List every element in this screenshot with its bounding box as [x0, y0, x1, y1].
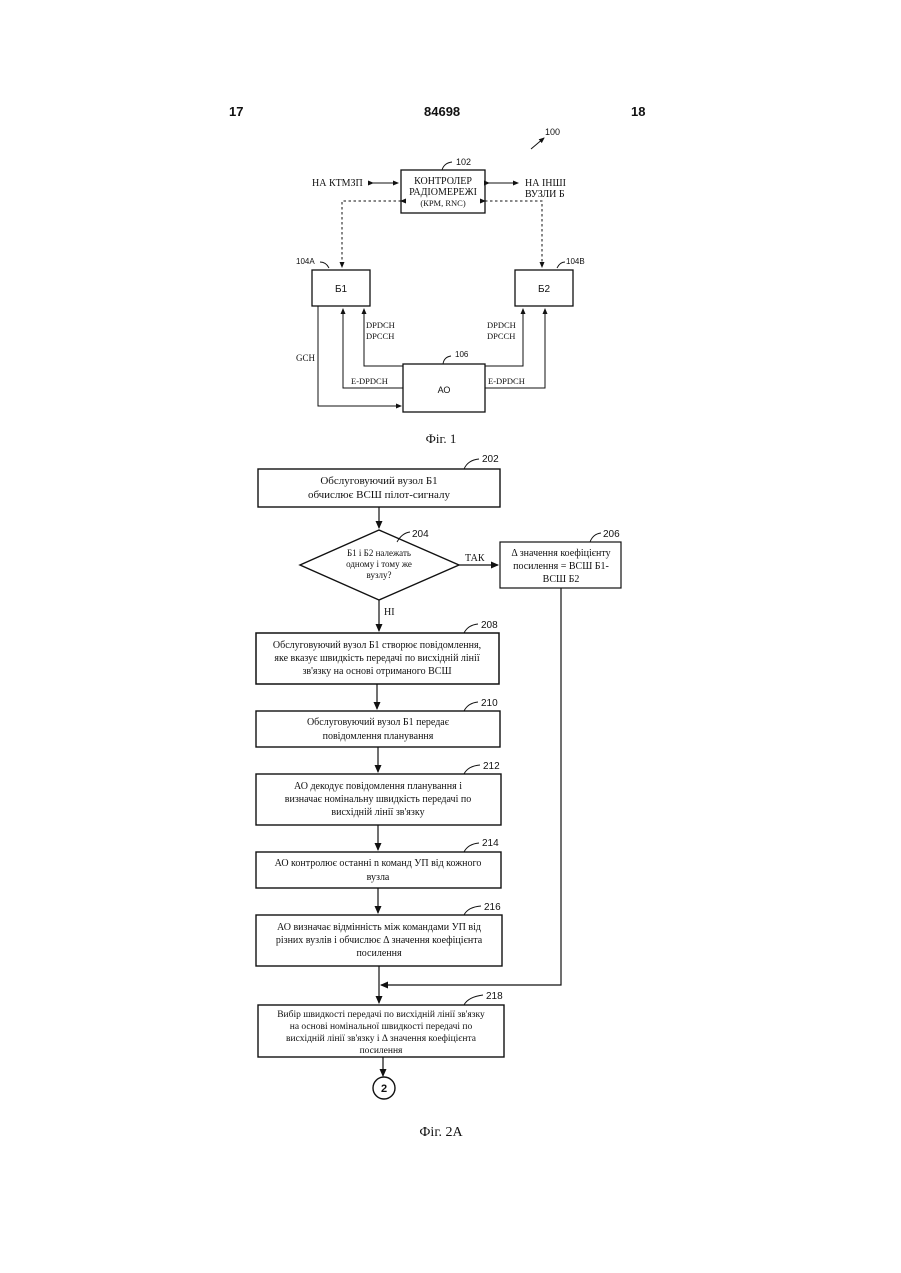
node-b2-ref-leader — [557, 262, 565, 268]
step-208-line-3: зв'язку на основі отриманого ВСШ — [302, 666, 451, 677]
decision-204-line-2: одному і тому же — [346, 559, 412, 569]
off-page-connector-label: 2 — [381, 1083, 387, 1095]
step-210-ref-leader — [464, 702, 478, 711]
figure-1-caption: Фіг. 1 — [426, 431, 457, 446]
controller-label-line-1: КОНТРОЛЕР — [414, 176, 472, 187]
step-212-ref-leader — [464, 765, 480, 774]
node-b2-ref: 104B — [566, 257, 585, 266]
other-nodes-label-line-1: НА ІНШІ — [525, 178, 566, 189]
step-206-line-2: посилення = ВСШ Б1- — [513, 561, 609, 572]
step-216-line-2: різних вузлів і обчислює Δ значення коеф… — [276, 935, 483, 946]
step-210-line-2: повідомлення планування — [323, 731, 434, 742]
step-218-ref: 218 — [486, 991, 503, 1002]
step-210-line-1: Обслуговуючий вузол Б1 передає — [307, 717, 450, 728]
step-214-line-2: вузла — [367, 872, 390, 883]
step-218-line-2: на основі номінальної швидкості передачі… — [290, 1022, 473, 1032]
edpdch-label-left: E-DPDCH — [351, 376, 388, 386]
system-ref-pointer — [531, 138, 544, 149]
step-210-ref: 210 — [481, 698, 498, 709]
dpdch-label-right: DPDCH — [487, 320, 516, 330]
step-208-ref-leader — [464, 624, 478, 633]
step-206-ref-leader — [590, 533, 601, 542]
step-208-ref: 208 — [481, 620, 498, 631]
step-218-line-1: Вибір швидкості передачі по висхідній лі… — [277, 1009, 485, 1020]
controller-to-node2-dashed-link — [485, 201, 542, 267]
controller-ref-leader — [442, 162, 452, 170]
controller-label-line-3: (КРМ, RNC) — [420, 198, 466, 208]
step-216-ref-leader — [464, 906, 481, 915]
step-214-line-1: АО контролює останні n команд УП від кож… — [275, 858, 482, 869]
step-216-line-1: АО визначає відмінність між командами УП… — [277, 922, 481, 933]
dpcch-label-right: DPCCH — [487, 331, 515, 341]
dpcch-label-left: DPCCH — [366, 331, 394, 341]
step-218-ref-leader — [464, 995, 483, 1005]
step-212-line-3: висхідній лінії зв'язку — [331, 807, 424, 818]
step-202-line-2: обчислює ВСШ пілот-сигналу — [308, 489, 451, 501]
step-206-line-3: ВСШ Б2 — [543, 574, 580, 585]
node-b1-ref: 104A — [296, 257, 315, 266]
step-212-line-1: АО декодує повідомлення планування і — [294, 781, 462, 792]
decision-204-line-3: вузлу? — [367, 570, 392, 580]
step-202-line-1: Обслуговуючий вузол Б1 — [320, 475, 437, 487]
step-206-line-1: Δ значення коефіцієнту — [511, 548, 610, 559]
controller-label-line-2: РАДІОМЕРЕЖІ — [409, 187, 477, 198]
decision-204-line-1: Б1 і Б2 належать — [347, 548, 411, 558]
other-nodes-label-line-2: ВУЗЛИ Б — [525, 189, 565, 200]
no-label: НІ — [384, 607, 395, 618]
decision-204-ref: 204 — [412, 529, 429, 540]
step-214-ref: 214 — [482, 838, 499, 849]
figure-1: 100 102 КОНТРОЛЕР РАДІОМЕРЕЖІ (КРМ, RNC)… — [296, 127, 585, 446]
figure-2a-flowchart: Обслуговуючий вузол Б1 обчислює ВСШ піло… — [256, 454, 621, 1140]
step-212-ref: 212 — [483, 761, 500, 772]
controller-to-node1-dashed-link — [342, 201, 401, 267]
user-equipment-ref-leader — [443, 356, 451, 364]
user-equipment-label: АО — [438, 385, 451, 395]
step-218-line-3: висхідній лінії зв'язку і Δ значення кое… — [286, 1033, 477, 1044]
step-216-line-3: посилення — [356, 948, 402, 959]
controller-ref-102: 102 — [456, 157, 471, 167]
system-ref-100: 100 — [545, 127, 560, 137]
yes-label: ТАК — [465, 553, 485, 564]
figure-2a-caption: Фіг. 2А — [419, 1125, 463, 1140]
dpdch-label-left: DPDCH — [366, 320, 395, 330]
node-b1-label: Б1 — [335, 284, 348, 295]
step-214-ref-leader — [464, 843, 479, 852]
step-202-ref: 202 — [482, 454, 499, 465]
step-208-line-2: яке вказує швидкість передачі по висхідн… — [274, 653, 479, 664]
step-218-line-4: посилення — [360, 1046, 403, 1056]
node-b1-ref-leader — [320, 262, 329, 268]
core-network-link-label: НА КТМЗП — [312, 178, 363, 189]
step-202-ref-leader — [464, 459, 479, 469]
node-b2-label: Б2 — [538, 284, 551, 295]
user-equipment-ref: 106 — [455, 350, 469, 359]
step-216-ref: 216 — [484, 902, 501, 913]
gch-label: GCH — [296, 353, 316, 363]
step-206-ref: 206 — [603, 529, 620, 540]
step-212-line-2: визначає номінальну швидкість передачі п… — [285, 794, 471, 805]
edpdch-label-right: E-DPDCH — [488, 376, 525, 386]
step-208-line-1: Обслуговуючий вузол Б1 створює повідомле… — [273, 640, 481, 651]
